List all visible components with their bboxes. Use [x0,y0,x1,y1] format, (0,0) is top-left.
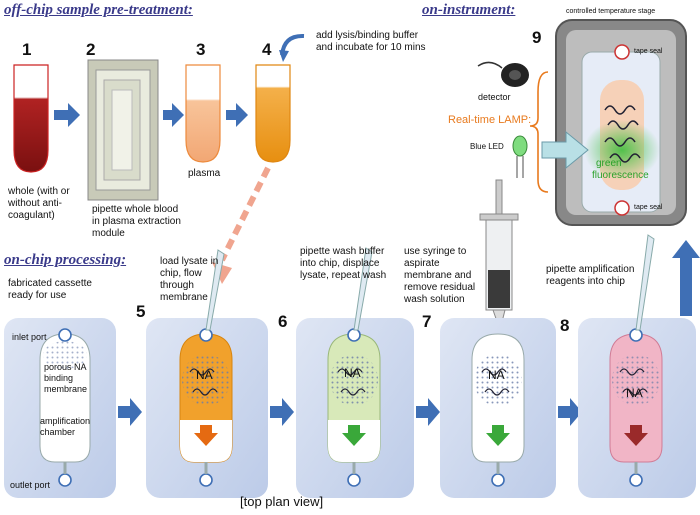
chamber-label: amplification chamber [40,416,91,437]
arrow-6-7 [416,398,440,426]
na-label-6: NA [344,366,361,380]
blue-led-shape [512,135,528,157]
lamp-label: Real-time LAMP: [448,114,532,126]
fluorescence-label: fluorescence [592,170,649,181]
pipette-5 [205,249,225,331]
tube-4-lysate [255,64,291,163]
stage-label: controlled temperature stage [566,8,656,15]
tape-seal-top-port [614,44,630,60]
section-on-instrument: on-instrument: [422,2,516,18]
na-label-7: NA [488,368,505,382]
tape-seal-bottom-label: tape seal [634,204,663,211]
pipette-8 [635,234,655,331]
step-5-caption: load lysate in chip, flow through membra… [160,256,219,303]
pipette-6 [353,247,373,331]
step-1-caption: whole (with or without anti-coagulant) [8,186,70,221]
step-6-number: 6 [278,312,288,331]
step-1-number: 1 [22,40,32,59]
step-5-number: 5 [136,302,146,321]
step-8-number: 8 [560,316,570,335]
dashed-transfer-arrow [219,166,271,262]
tube-1-whole-blood [13,64,49,173]
arrow-5-6 [270,398,294,426]
lamp-bracket [529,71,549,193]
step-2-number: 2 [86,40,96,59]
step-8-caption: pipette amplification reagents into chip [546,264,635,287]
arrow-1-2 [54,103,80,127]
section-on-chip: on-chip processing: [4,252,127,268]
detector-label: detector [478,92,511,102]
step-2-caption: pipette whole blood in plasma extraction… [92,204,181,239]
step-7-number: 7 [422,312,432,331]
step-4-caption: add lysis/binding buffer and incubate fo… [316,30,426,53]
step-9-number: 9 [532,28,542,47]
arrow-3-4 [226,103,248,127]
step-4-number: 4 [262,40,272,59]
step-3-caption: plasma [188,168,221,179]
green-label: green [596,158,622,169]
step-7-caption: use syringe to aspirate membrane and rem… [404,246,476,305]
arrow-8-9 [672,240,700,316]
cassette-ready-label: fabricated cassette ready for use [8,278,92,301]
step-3-number: 3 [196,40,206,59]
fluorescence-glow [584,120,660,180]
tape-seal-bottom-port [614,200,630,216]
section-off-chip: off-chip sample pre-treatment: [4,2,193,18]
arrow-7-8 [558,398,582,426]
inlet-port-label: inlet port [12,332,47,342]
outlet-port-label: outlet port [10,480,51,490]
step-6-caption: pipette wash buffer into chip, displace … [300,246,387,281]
tape-seal-top-label: tape seal [634,48,663,55]
arrow-2-3 [163,103,184,127]
na-label-8: NA [626,386,643,400]
membrane-label: porous NA binding membrane [44,362,88,394]
na-label-5: NA [196,368,213,382]
footer-top-plan-view: [top plan view] [240,494,324,509]
arrow-0-5 [118,398,142,426]
blue-led-label: Blue LED [470,142,504,151]
tube-3-plasma [185,64,221,163]
arrow-into-instrument [541,130,589,170]
